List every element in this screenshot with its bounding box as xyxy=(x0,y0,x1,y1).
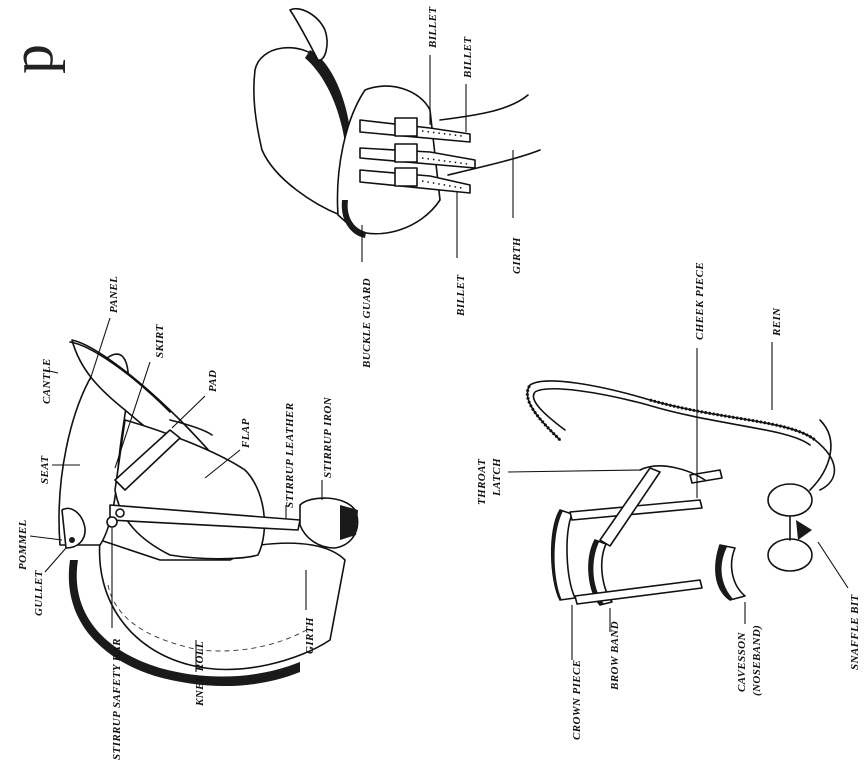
label-cheek-piece: CHEEK PIECE xyxy=(694,262,706,340)
label-billet-2: BILLET xyxy=(462,36,474,79)
label-stirrup-leather: STIRRUP LEATHER xyxy=(284,402,296,508)
label-girth-saddle: GIRTH xyxy=(304,617,316,654)
label-cavesson: CAVESSON xyxy=(736,631,748,692)
label-billet-3: BILLET xyxy=(455,274,467,317)
label-flap: FLAP xyxy=(240,418,252,449)
label-brow-band: BROW BAND xyxy=(609,621,621,691)
label-seat: SEAT xyxy=(39,455,51,484)
bridle-illustration xyxy=(527,381,834,605)
label-stirrup-safety-bar: STIRRUP SAFETY BAR xyxy=(111,638,123,760)
label-gullet: GULLET xyxy=(33,569,45,616)
label-throat: THROAT xyxy=(476,458,488,505)
saddle-billets-illustration xyxy=(254,9,540,238)
label-noseband: (NOSEBAND) xyxy=(751,625,763,696)
label-stirrup-iron: STIRRUP IRON xyxy=(322,396,334,478)
label-pad: PAD xyxy=(207,370,219,392)
label-snaffle-bit: SNAFFLE BIT xyxy=(849,594,861,670)
label-billet-1: BILLET xyxy=(427,6,439,49)
label-rein: REIN xyxy=(771,307,783,337)
label-skirt: SKIRT xyxy=(154,323,166,358)
label-latch: LATCH xyxy=(491,458,503,497)
label-cantle: CANTLE xyxy=(41,358,53,404)
label-girth-billets: GIRTH xyxy=(511,237,523,274)
label-panel: PANEL xyxy=(108,276,120,313)
page-fragment-text: p xyxy=(0,44,65,74)
label-crown-piece: CROWN PIECE xyxy=(571,659,583,740)
label-buckle-guard: BUCKLE GUARD xyxy=(361,278,373,369)
label-pommel: POMMEL xyxy=(17,519,29,570)
